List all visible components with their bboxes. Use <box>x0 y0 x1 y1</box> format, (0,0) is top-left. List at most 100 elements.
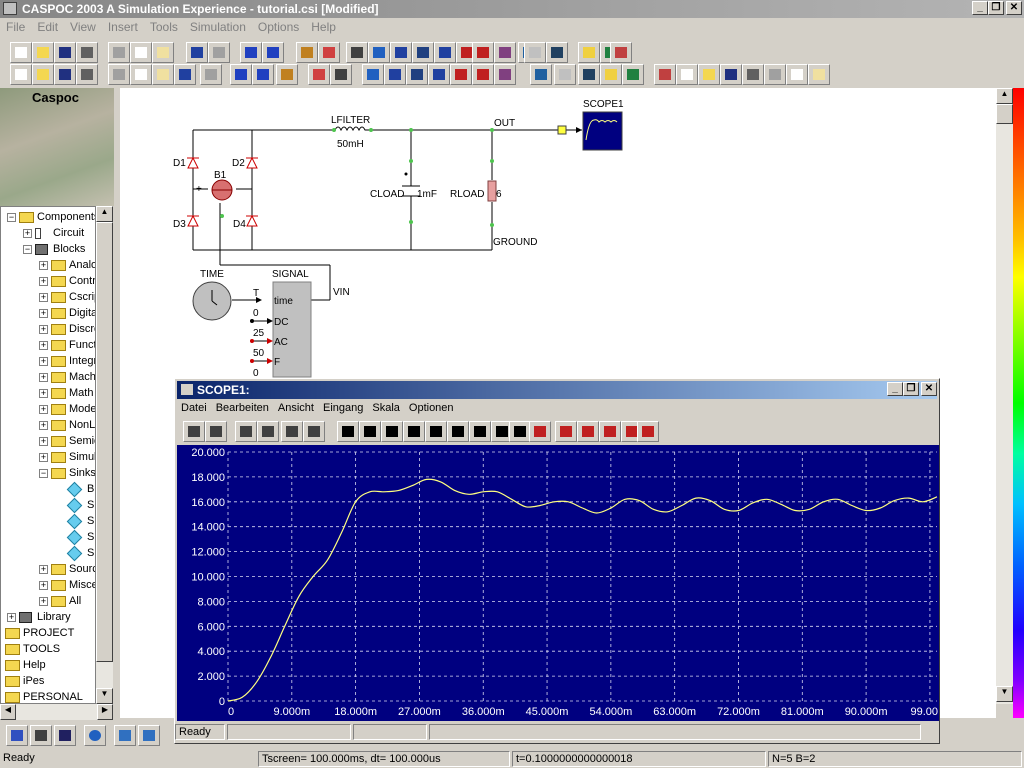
tree-expander[interactable]: + <box>39 452 48 462</box>
scope-menu-ansicht[interactable]: Ansicht <box>277 402 314 414</box>
toolbar-1-select-button[interactable] <box>346 42 368 63</box>
toolbar-2-redo-button[interactable] <box>200 64 222 85</box>
menu-file[interactable]: File <box>6 20 26 34</box>
menu-simulation[interactable]: Simulation <box>189 20 246 34</box>
canvas-scroll-up-button[interactable]: ▲ <box>996 88 1013 104</box>
scope-table-button[interactable] <box>529 421 551 442</box>
toolbar-1-paste-button[interactable] <box>152 42 174 63</box>
tree-item-library[interactable]: +Library <box>1 610 95 626</box>
tree-item-simulin[interactable]: +Simulin <box>1 450 95 466</box>
toolbar-2-cut-button[interactable] <box>108 64 130 85</box>
tree-item-sh[interactable]: SH <box>1 529 95 546</box>
app-icon[interactable] <box>3 2 17 15</box>
tree-item-semico[interactable]: +Semico <box>1 434 95 450</box>
tree-item-circuit[interactable]: +Circuit <box>1 226 95 242</box>
tree-item-control[interactable]: +Control <box>1 274 95 290</box>
tree-item-bc[interactable]: BC <box>1 481 95 498</box>
tree-item-nonlin[interactable]: +NonLin <box>1 418 95 434</box>
tree-expander[interactable]: + <box>39 580 48 590</box>
tree-item-sources[interactable]: +Sources <box>1 562 95 578</box>
scope-forward-button[interactable] <box>469 421 491 442</box>
restore-button[interactable]: ❐ <box>988 1 1004 15</box>
tree-item-cscript[interactable]: +Cscript <box>1 290 95 306</box>
toolbar-2-misc-button[interactable] <box>654 64 676 85</box>
toolbar-2-save-button[interactable] <box>54 64 76 85</box>
chip-icon-button[interactable] <box>54 725 76 746</box>
scope-menu-eingang[interactable]: Eingang <box>322 402 364 414</box>
tree-expander[interactable]: + <box>7 612 16 622</box>
toolbar-1-save-button[interactable] <box>54 42 76 63</box>
toolbar-2-copy-button[interactable] <box>786 64 808 85</box>
tree-expander[interactable]: + <box>39 436 48 446</box>
scope-check-button[interactable] <box>303 421 325 442</box>
tree-item-math[interactable]: +Math <box>1 386 95 402</box>
toolbar-2-wire-button[interactable] <box>276 64 298 85</box>
menu-help[interactable]: Help <box>311 20 336 34</box>
scope-marquee-button[interactable] <box>281 421 303 442</box>
toolbar-2-new-file-button[interactable] <box>676 64 698 85</box>
toolbar-1-copy-button[interactable] <box>130 42 152 63</box>
tree-expander[interactable]: − <box>39 468 48 478</box>
scope-menu-skala[interactable]: Skala <box>372 402 400 414</box>
toolbar-1-misc-button[interactable] <box>610 42 632 63</box>
toolbar-1-redo-button[interactable] <box>208 42 230 63</box>
toolbar-2-info-button[interactable] <box>622 64 644 85</box>
menu-insert[interactable]: Insert <box>107 20 138 34</box>
toolbar-1-undo-button[interactable] <box>186 42 208 63</box>
tree-expander[interactable]: + <box>39 308 48 318</box>
tree-item-help[interactable]: Help <box>1 658 95 674</box>
tree-expander[interactable]: + <box>39 292 48 302</box>
toolbar-2-undo-button[interactable] <box>174 64 196 85</box>
scope-scale-button[interactable] <box>599 421 621 442</box>
canvas-scroll-thumb[interactable] <box>996 104 1013 124</box>
scope-window-icon[interactable] <box>181 384 193 395</box>
toolbar-1-list-button[interactable] <box>390 42 412 63</box>
toolbar-1-table-button[interactable] <box>412 42 434 63</box>
tree-expander[interactable]: + <box>39 564 48 574</box>
tree-item-sh[interactable]: SH <box>1 513 95 530</box>
scope-first-button[interactable] <box>337 421 359 442</box>
scope-maximize-button[interactable]: ❐ <box>903 382 919 396</box>
toolbar-1-cut-button[interactable] <box>108 42 130 63</box>
tree-expander[interactable]: + <box>39 404 48 414</box>
tree-item-sinks[interactable]: −Sinks <box>1 466 95 482</box>
tree-item-personal[interactable]: PERSONAL <box>1 690 95 703</box>
scope-title-bar[interactable]: SCOPE1: _ ❐ ✕ <box>177 381 937 399</box>
toolbar-2-print-button[interactable] <box>76 64 98 85</box>
tree-scroll-thumb[interactable] <box>96 222 113 662</box>
toolbar-2-copy-button[interactable] <box>130 64 152 85</box>
window-cascade-button[interactable] <box>114 725 136 746</box>
tree-item-all[interactable]: +All <box>1 594 95 610</box>
tree-scrollbar[interactable]: ▲ ▼ <box>96 206 113 704</box>
component-view-button[interactable] <box>6 725 28 746</box>
canvas-scroll-down-button[interactable]: ▼ <box>996 686 1013 702</box>
toolbar-1-export-button[interactable] <box>546 42 568 63</box>
tree-scroll-left-button[interactable]: ◀ <box>0 704 16 720</box>
toolbar-1-grid-button[interactable] <box>524 42 546 63</box>
tree-expander[interactable]: − <box>7 212 16 222</box>
scope-line-chart-button[interactable] <box>555 421 577 442</box>
minimize-button[interactable]: _ <box>972 1 988 15</box>
tree-expander[interactable]: + <box>39 420 48 430</box>
tree-expander[interactable]: + <box>39 260 48 270</box>
toolbar-2-paste-button[interactable] <box>152 64 174 85</box>
tree-expander[interactable]: + <box>39 596 48 606</box>
tree-expander[interactable]: + <box>39 388 48 398</box>
menu-view[interactable]: View <box>70 20 96 34</box>
tree-item-machine[interactable]: +Machine <box>1 370 95 386</box>
tree-scroll-down-button[interactable]: ▼ <box>96 688 113 704</box>
toolbar-2-component-button[interactable] <box>308 64 330 85</box>
toolbar-1-run-button[interactable] <box>240 42 262 63</box>
toolbar-2-pause-button[interactable] <box>252 64 274 85</box>
tree-item-discrete[interactable]: +Discrete <box>1 322 95 338</box>
toolbar-2-print-button[interactable] <box>742 64 764 85</box>
toolbar-2-flip-button[interactable] <box>530 64 552 85</box>
tree-item-miscella[interactable]: +Miscella <box>1 578 95 594</box>
toolbar-1-pause-button[interactable] <box>262 42 284 63</box>
menu-edit[interactable]: Edit <box>37 20 59 34</box>
scope-window-button[interactable] <box>637 421 659 442</box>
scope-cursor-button[interactable] <box>577 421 599 442</box>
tree-item-project[interactable]: PROJECT <box>1 626 95 642</box>
toolbar-1-print-button[interactable] <box>76 42 98 63</box>
toolbar-2-open-file-button[interactable] <box>32 64 54 85</box>
